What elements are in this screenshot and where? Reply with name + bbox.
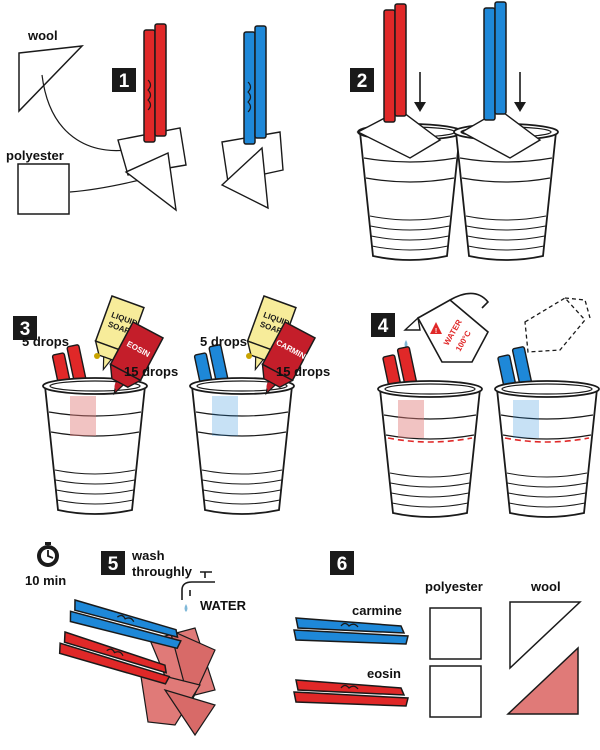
dashed-jug-outline: [524, 297, 591, 353]
step4-left: [377, 346, 483, 518]
red-clip-step2: [383, 3, 407, 123]
column-wool: wool: [530, 579, 561, 594]
row-carmine: carmine: [352, 603, 402, 618]
red-clip-with-samples: [117, 23, 187, 212]
wash-label-1: wash: [131, 548, 165, 563]
step5-panel: 10 min 5 wash throughly WATER: [25, 542, 247, 737]
water-label: WATER: [200, 598, 247, 613]
step3-number: 3: [20, 319, 31, 340]
step4-number: 4: [378, 316, 389, 337]
blue-clip-step6: [293, 617, 409, 645]
step1-badge: [112, 68, 136, 92]
step3-panel: 3 LIQUID SOAP EOSIN: [13, 295, 330, 515]
wool-sample: [18, 45, 84, 113]
time-label: 10 min: [25, 573, 66, 588]
result-wool-eosin: [506, 646, 579, 715]
hot-water-jug: ! WATER 100°C: [403, 292, 490, 363]
result-polyester-eosin: [429, 665, 482, 718]
step2-panel: 2: [350, 1, 559, 261]
step4-right: [494, 346, 600, 518]
dye-drops-right: 15 drops: [276, 364, 330, 379]
timer-icon: [37, 542, 59, 567]
wool-label: wool: [27, 28, 58, 43]
step5-badge: [101, 551, 125, 575]
dye-drops-left: 15 drops: [124, 364, 178, 379]
warning-icon: [430, 322, 442, 334]
dye-bottle-left: EOSIN: [109, 320, 165, 396]
blue-clip-step2: [483, 1, 507, 121]
wash-label-2: throughly: [132, 564, 193, 579]
step6-number: 6: [337, 554, 348, 575]
soap-drops-right: 5 drops: [200, 334, 247, 349]
polyester-label: polyester: [6, 148, 64, 163]
step6-panel: 6 polyester wool carmine eosin: [293, 551, 582, 718]
step2-badge: [350, 68, 374, 92]
step4-panel: 4 ! WATER 100°C: [371, 292, 600, 518]
result-wool-carmine: [509, 601, 582, 670]
dye-bottle-right: CARMINE: [261, 320, 317, 396]
blue-clip-with-samples: [220, 25, 284, 210]
svg-text:!: !: [435, 328, 437, 335]
step1-panel: 1 wool polyester: [6, 23, 284, 215]
step6-badge: [330, 551, 354, 575]
red-clip-step6: [293, 679, 409, 707]
arrow-down-right: [514, 72, 526, 112]
step4-badge: [371, 313, 395, 337]
row-eosin: eosin: [367, 666, 401, 681]
step5-number: 5: [108, 554, 119, 575]
column-polyester: polyester: [425, 579, 483, 594]
step3-badge: [13, 316, 37, 340]
polyester-sample: [17, 163, 70, 215]
step3-right: LIQUID SOAP CARMINE 5 drops 15 drops: [189, 295, 330, 515]
step2-number: 2: [357, 71, 368, 92]
soap-drops-left: 5 drops: [22, 334, 69, 349]
water-tap-icon: [181, 571, 215, 612]
arrow-down-left: [414, 72, 426, 112]
step3-left: LIQUID SOAP EOSIN 5 drops 15 drops: [22, 295, 178, 515]
result-polyester-carmine: [429, 607, 482, 660]
step1-number: 1: [119, 71, 130, 92]
